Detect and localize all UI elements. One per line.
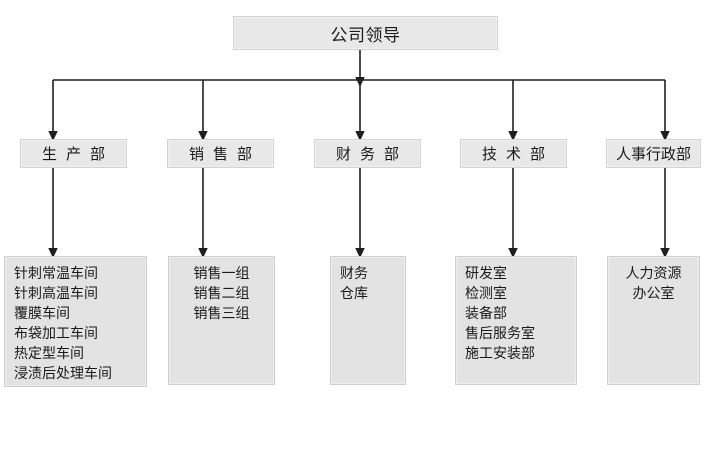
- list-item[interactable]: 热定型车间: [14, 346, 84, 362]
- node-subunits-production[interactable]: 针刺常温车间 针刺高温车间 覆膜车间 布袋加工车间 热定型车间 浸渍后处理车间: [4, 256, 147, 387]
- node-company-leadership-label: 公司领导: [330, 25, 401, 46]
- node-dept-finance[interactable]: 财务部: [314, 139, 421, 168]
- list-item[interactable]: 仓库: [340, 286, 368, 302]
- list-item[interactable]: 覆膜车间: [14, 306, 70, 322]
- list-item[interactable]: 财务: [340, 266, 368, 282]
- node-dept-sales[interactable]: 销售部: [167, 139, 274, 168]
- list-item[interactable]: 销售一组: [193, 266, 250, 282]
- node-dept-sales-label: 销售部: [188, 145, 261, 163]
- list-item[interactable]: 销售三组: [193, 306, 250, 322]
- node-dept-technology[interactable]: 技术部: [460, 139, 567, 168]
- node-dept-production-label: 生产部: [41, 145, 114, 163]
- list-item[interactable]: 浸渍后处理车间: [14, 366, 112, 382]
- subunit-list-production: 针刺常温车间 针刺高温车间 覆膜车间 布袋加工车间 热定型车间 浸渍后处理车间: [5, 264, 146, 384]
- node-dept-production[interactable]: 生产部: [20, 139, 127, 168]
- list-item[interactable]: 人力资源: [625, 266, 682, 282]
- list-item[interactable]: 售后服务室: [465, 326, 535, 342]
- list-item[interactable]: 布袋加工车间: [14, 326, 98, 342]
- node-dept-technology-label: 技术部: [481, 145, 554, 163]
- node-subunits-finance[interactable]: 财务 仓库: [330, 256, 406, 385]
- list-item[interactable]: 检测室: [465, 286, 507, 302]
- list-item[interactable]: 销售二组: [193, 286, 250, 302]
- list-item[interactable]: 研发室: [465, 266, 507, 282]
- subunit-list-sales: 销售一组 销售二组 销售三组: [169, 264, 274, 324]
- list-item[interactable]: 施工安装部: [465, 346, 535, 362]
- list-item[interactable]: 针刺高温车间: [14, 286, 98, 302]
- node-subunits-hr-admin[interactable]: 人力资源 办公室: [607, 256, 700, 385]
- subunit-list-technology: 研发室 检测室 装备部 售后服务室 施工安装部: [456, 264, 576, 364]
- node-dept-hr-admin-label: 人事行政部: [615, 145, 691, 163]
- list-item[interactable]: 针刺常温车间: [14, 266, 98, 282]
- list-item[interactable]: 办公室: [632, 286, 675, 302]
- subunit-list-hr-admin: 人力资源 办公室: [608, 264, 699, 304]
- node-dept-hr-admin[interactable]: 人事行政部: [606, 139, 701, 168]
- node-subunits-technology[interactable]: 研发室 检测室 装备部 售后服务室 施工安装部: [455, 256, 577, 385]
- node-subunits-sales[interactable]: 销售一组 销售二组 销售三组: [168, 256, 275, 385]
- node-dept-finance-label: 财务部: [335, 145, 408, 163]
- node-company-leadership[interactable]: 公司领导: [233, 16, 498, 50]
- list-item[interactable]: 装备部: [465, 306, 507, 322]
- subunit-list-finance: 财务 仓库: [331, 264, 405, 304]
